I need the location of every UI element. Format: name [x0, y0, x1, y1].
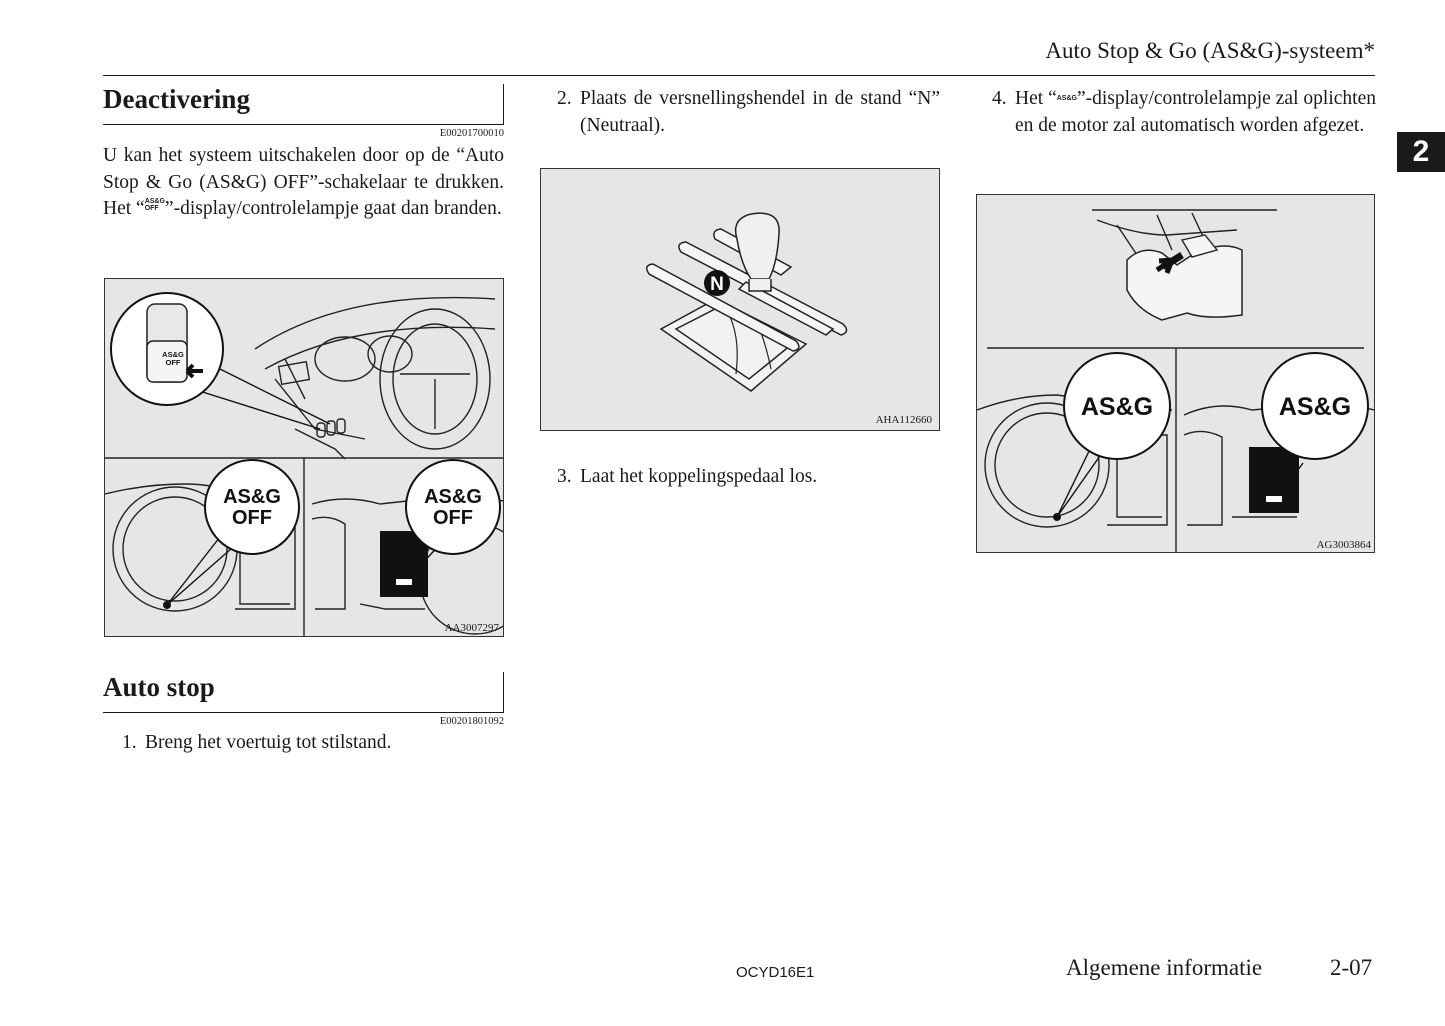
- page-number: 2-07: [1330, 955, 1373, 980]
- asg-off-label-right: AS&G: [424, 486, 482, 508]
- deactivering-paragraph: U kan het systeem uitschakelen door op d…: [103, 145, 504, 219]
- asg-label-right: AS&G: [1279, 393, 1351, 421]
- svg-text:AS&G: AS&G: [162, 350, 184, 359]
- figure-gear-lever: N AHA112660: [540, 168, 940, 431]
- asg-off-label-right-2: OFF: [433, 507, 473, 529]
- neutral-gear-icon: [704, 270, 730, 296]
- header-rule: [103, 75, 1375, 76]
- document-code: OCYD16E1: [736, 964, 815, 981]
- section-title: Deactivering: [103, 84, 250, 114]
- step-2: 2. Plaats de versnellingshendel in de st…: [557, 88, 940, 136]
- foot-on-pedal-icon: [1126, 234, 1243, 321]
- section-heading-auto-stop: Auto stop: [103, 672, 504, 713]
- asg-off-switch-icon: AS&G OFF: [146, 303, 203, 383]
- step-3: 3. Laat het koppelingspedaal los.: [557, 466, 818, 487]
- footer-section-title: Algemene informatie: [1066, 955, 1263, 980]
- asg-off-label: AS&G: [223, 486, 281, 508]
- switch-buttons-icon: [316, 418, 346, 438]
- section-code: E00201700010: [439, 128, 504, 139]
- figure-code: AA3007297: [445, 622, 500, 634]
- svg-text:N: N: [710, 274, 724, 295]
- asg-indicator-icon: AS&G: [1056, 95, 1077, 102]
- chapter-tab: 2: [1397, 132, 1445, 172]
- svg-text:OFF: OFF: [166, 358, 181, 367]
- section-heading-deactivering: Deactivering: [103, 84, 504, 125]
- section-title: Auto stop: [103, 672, 215, 702]
- asg-label-left: AS&G: [1081, 393, 1153, 421]
- section-code: E00201801092: [439, 716, 504, 727]
- figure-code: AHA112660: [876, 414, 933, 426]
- figure-auto-stop-indicator: AS&G AS&G AG3003864: [976, 194, 1375, 553]
- asg-off-label-2: OFF: [232, 507, 272, 529]
- figure-asg-off-switch: AS&G OFF AS&G OFF: [104, 278, 504, 637]
- figure-code: AG3003864: [1317, 539, 1372, 551]
- step-1: 1. Breng het voertuig tot stilstand.: [122, 732, 392, 753]
- running-header: Auto Stop & Go (AS&G)-systeem*: [1045, 38, 1375, 63]
- step-4: 4. Het “AS&G”-display/controlelampje zal…: [992, 88, 1376, 136]
